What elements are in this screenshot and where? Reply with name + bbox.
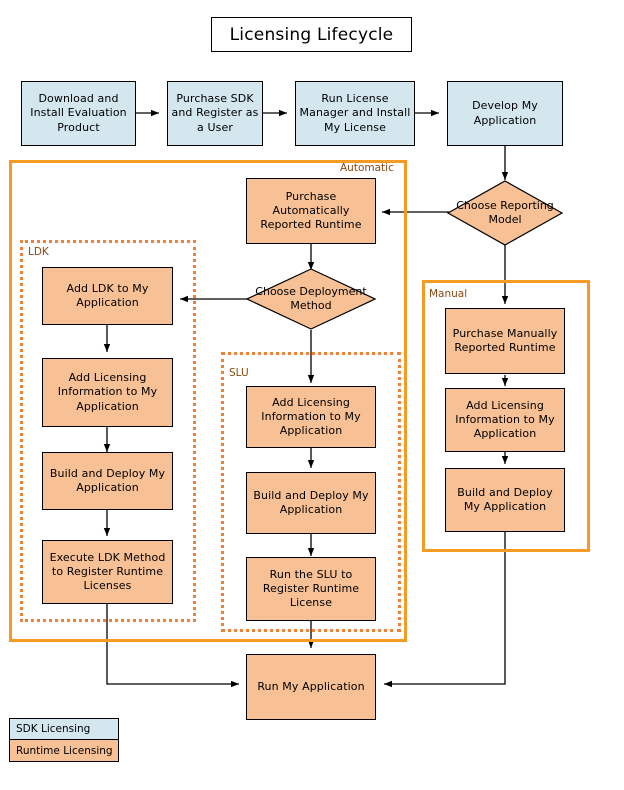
node-download-install[interactable]: Download and Install Evaluation Product [21, 81, 136, 146]
slu-group-label: SLU [229, 367, 249, 379]
diagram-title-text: Licensing Lifecycle [229, 24, 394, 45]
node-slu-add-licensing-info-label: Add Licensing Information to My Applicat… [261, 395, 361, 438]
ldk-group-label: LDK [28, 246, 49, 258]
node-manual-build-deploy[interactable]: Build and Deploy My Application [445, 468, 565, 532]
node-run-license-manager-label: Run License Manager and Install My Licen… [299, 92, 411, 134]
node-ldk-add-licensing-info-label: Add Licensing Information to My Applicat… [57, 371, 158, 413]
node-slu-run[interactable]: Run the SLU to Register Runtime License [246, 557, 376, 621]
node-ldk-execute-method-label: Execute LDK Method to Register Runtime L… [49, 550, 166, 593]
legend-item-runtime-licensing: Runtime Licensing [10, 740, 118, 761]
node-purchase-auto-runtime[interactable]: Purchase Automatically Reported Runtime [246, 178, 376, 244]
node-manual-purchase-runtime-label: Purchase Manually Reported Runtime [452, 326, 558, 354]
legend: SDK Licensing Runtime Licensing [9, 718, 119, 762]
node-develop-my-application-label: Develop My Application [472, 99, 538, 127]
automatic-group [9, 160, 407, 642]
node-run-my-application[interactable]: Run My Application [246, 654, 376, 720]
ldk-group [20, 240, 196, 622]
node-ldk-add[interactable]: Add LDK to My Application [42, 267, 173, 325]
diamond-shape [246, 268, 376, 330]
legend-runtime-label: Runtime Licensing [16, 744, 113, 757]
node-run-license-manager[interactable]: Run License Manager and Install My Licen… [295, 81, 415, 146]
node-run-my-application-label: Run My Application [257, 679, 365, 693]
automatic-group-label: Automatic [340, 162, 394, 174]
node-manual-add-licensing-info-label: Add Licensing Information to My Applicat… [455, 398, 555, 441]
node-choose-deployment-method[interactable]: Choose Deployment Method [246, 268, 376, 330]
node-ldk-add-label: Add LDK to My Application [66, 281, 149, 309]
node-download-install-label: Download and Install Evaluation Product [30, 92, 127, 134]
node-choose-reporting-model[interactable]: Choose Reporting Model [447, 180, 563, 246]
node-ldk-build-deploy[interactable]: Build and Deploy My Application [42, 452, 173, 510]
node-manual-build-deploy-label: Build and Deploy My Application [457, 485, 553, 513]
node-manual-purchase-runtime[interactable]: Purchase Manually Reported Runtime [445, 308, 565, 374]
node-develop-my-application[interactable]: Develop My Application [447, 81, 563, 146]
manual-group-label: Manual [429, 288, 468, 300]
node-purchase-auto-runtime-label: Purchase Automatically Reported Runtime [260, 189, 362, 232]
node-purchase-sdk[interactable]: Purchase SDK and Register as a User [167, 81, 263, 146]
legend-item-sdk-licensing: SDK Licensing [10, 719, 118, 740]
node-choose-reporting-model-label: Choose Reporting Model [456, 198, 554, 226]
manual-group [422, 280, 590, 552]
node-slu-run-label: Run the SLU to Register Runtime License [262, 567, 360, 610]
node-slu-add-licensing-info[interactable]: Add Licensing Information to My Applicat… [246, 386, 376, 448]
diagram-title: Licensing Lifecycle [211, 17, 412, 52]
node-slu-build-deploy-label: Build and Deploy My Application [253, 488, 369, 516]
node-choose-deployment-method-label: Choose Deployment Method [255, 284, 367, 312]
legend-sdk-label: SDK Licensing [16, 723, 91, 735]
slu-group [221, 352, 401, 632]
node-ldk-execute-method[interactable]: Execute LDK Method to Register Runtime L… [42, 540, 173, 604]
node-ldk-add-licensing-info[interactable]: Add Licensing Information to My Applicat… [42, 358, 173, 427]
node-manual-add-licensing-info[interactable]: Add Licensing Information to My Applicat… [445, 388, 565, 452]
node-ldk-build-deploy-label: Build and Deploy My Application [49, 466, 166, 494]
node-slu-build-deploy[interactable]: Build and Deploy My Application [246, 472, 376, 534]
node-purchase-sdk-label: Purchase SDK and Register as a User [171, 92, 259, 134]
